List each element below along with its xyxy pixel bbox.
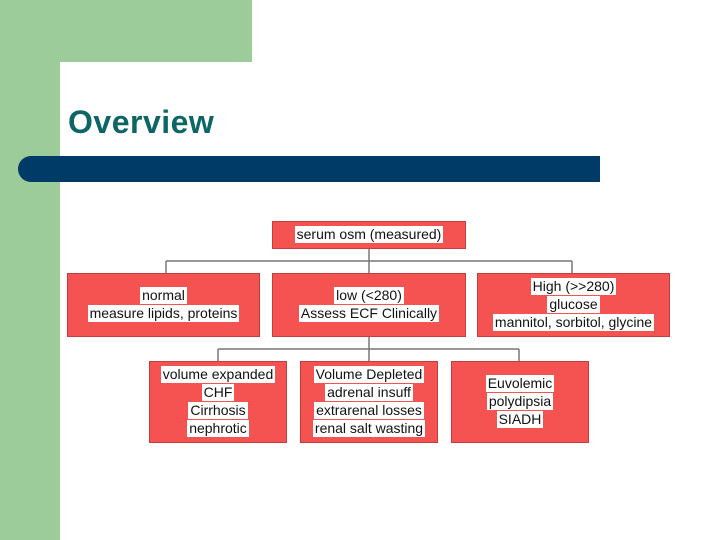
node-line: SIADH: [496, 411, 544, 428]
node-normal: normal measure lipids, proteins: [67, 273, 260, 337]
top-green-band: [0, 0, 252, 62]
node-line: Assess ECF Clinically: [298, 305, 440, 322]
node-line: low (<280): [334, 287, 404, 304]
node-line: CHF: [201, 384, 235, 401]
node-euvolemic: Euvolemic polydipsia SIADH: [451, 361, 589, 443]
node-high: High (>>280) glucose mannitol, sorbitol,…: [477, 273, 670, 337]
node-line: High (>>280): [530, 278, 617, 295]
node-line: volume expanded: [160, 366, 276, 383]
slide-title: Overview: [68, 104, 215, 140]
node-line: Cirrhosis: [188, 402, 248, 419]
node-line: glucose: [547, 296, 600, 313]
node-line: normal: [140, 287, 187, 304]
node-volume-depleted: Volume Depleted adrenal insuff extrarena…: [300, 361, 438, 443]
node-line: adrenal insuff: [325, 384, 413, 401]
node-line: extrarenal losses: [314, 402, 424, 419]
node-serum-osm: serum osm (measured): [272, 221, 466, 249]
node-line: polydipsia: [486, 393, 554, 410]
left-green-band: [0, 0, 60, 540]
node-low: low (<280) Assess ECF Clinically: [272, 273, 466, 337]
node-line: renal salt wasting: [312, 420, 426, 437]
node-volume-expanded: volume expanded CHF Cirrhosis nephrotic: [149, 361, 287, 443]
node-line: nephrotic: [187, 420, 249, 437]
node-line: mannitol, sorbitol, glycine: [492, 314, 655, 331]
node-line: serum osm (measured): [294, 226, 444, 243]
node-line: Euvolemic: [485, 375, 555, 392]
node-line: measure lipids, proteins: [87, 305, 240, 322]
node-line: Volume Depleted: [313, 366, 425, 383]
title-underline-bar: [18, 156, 600, 182]
